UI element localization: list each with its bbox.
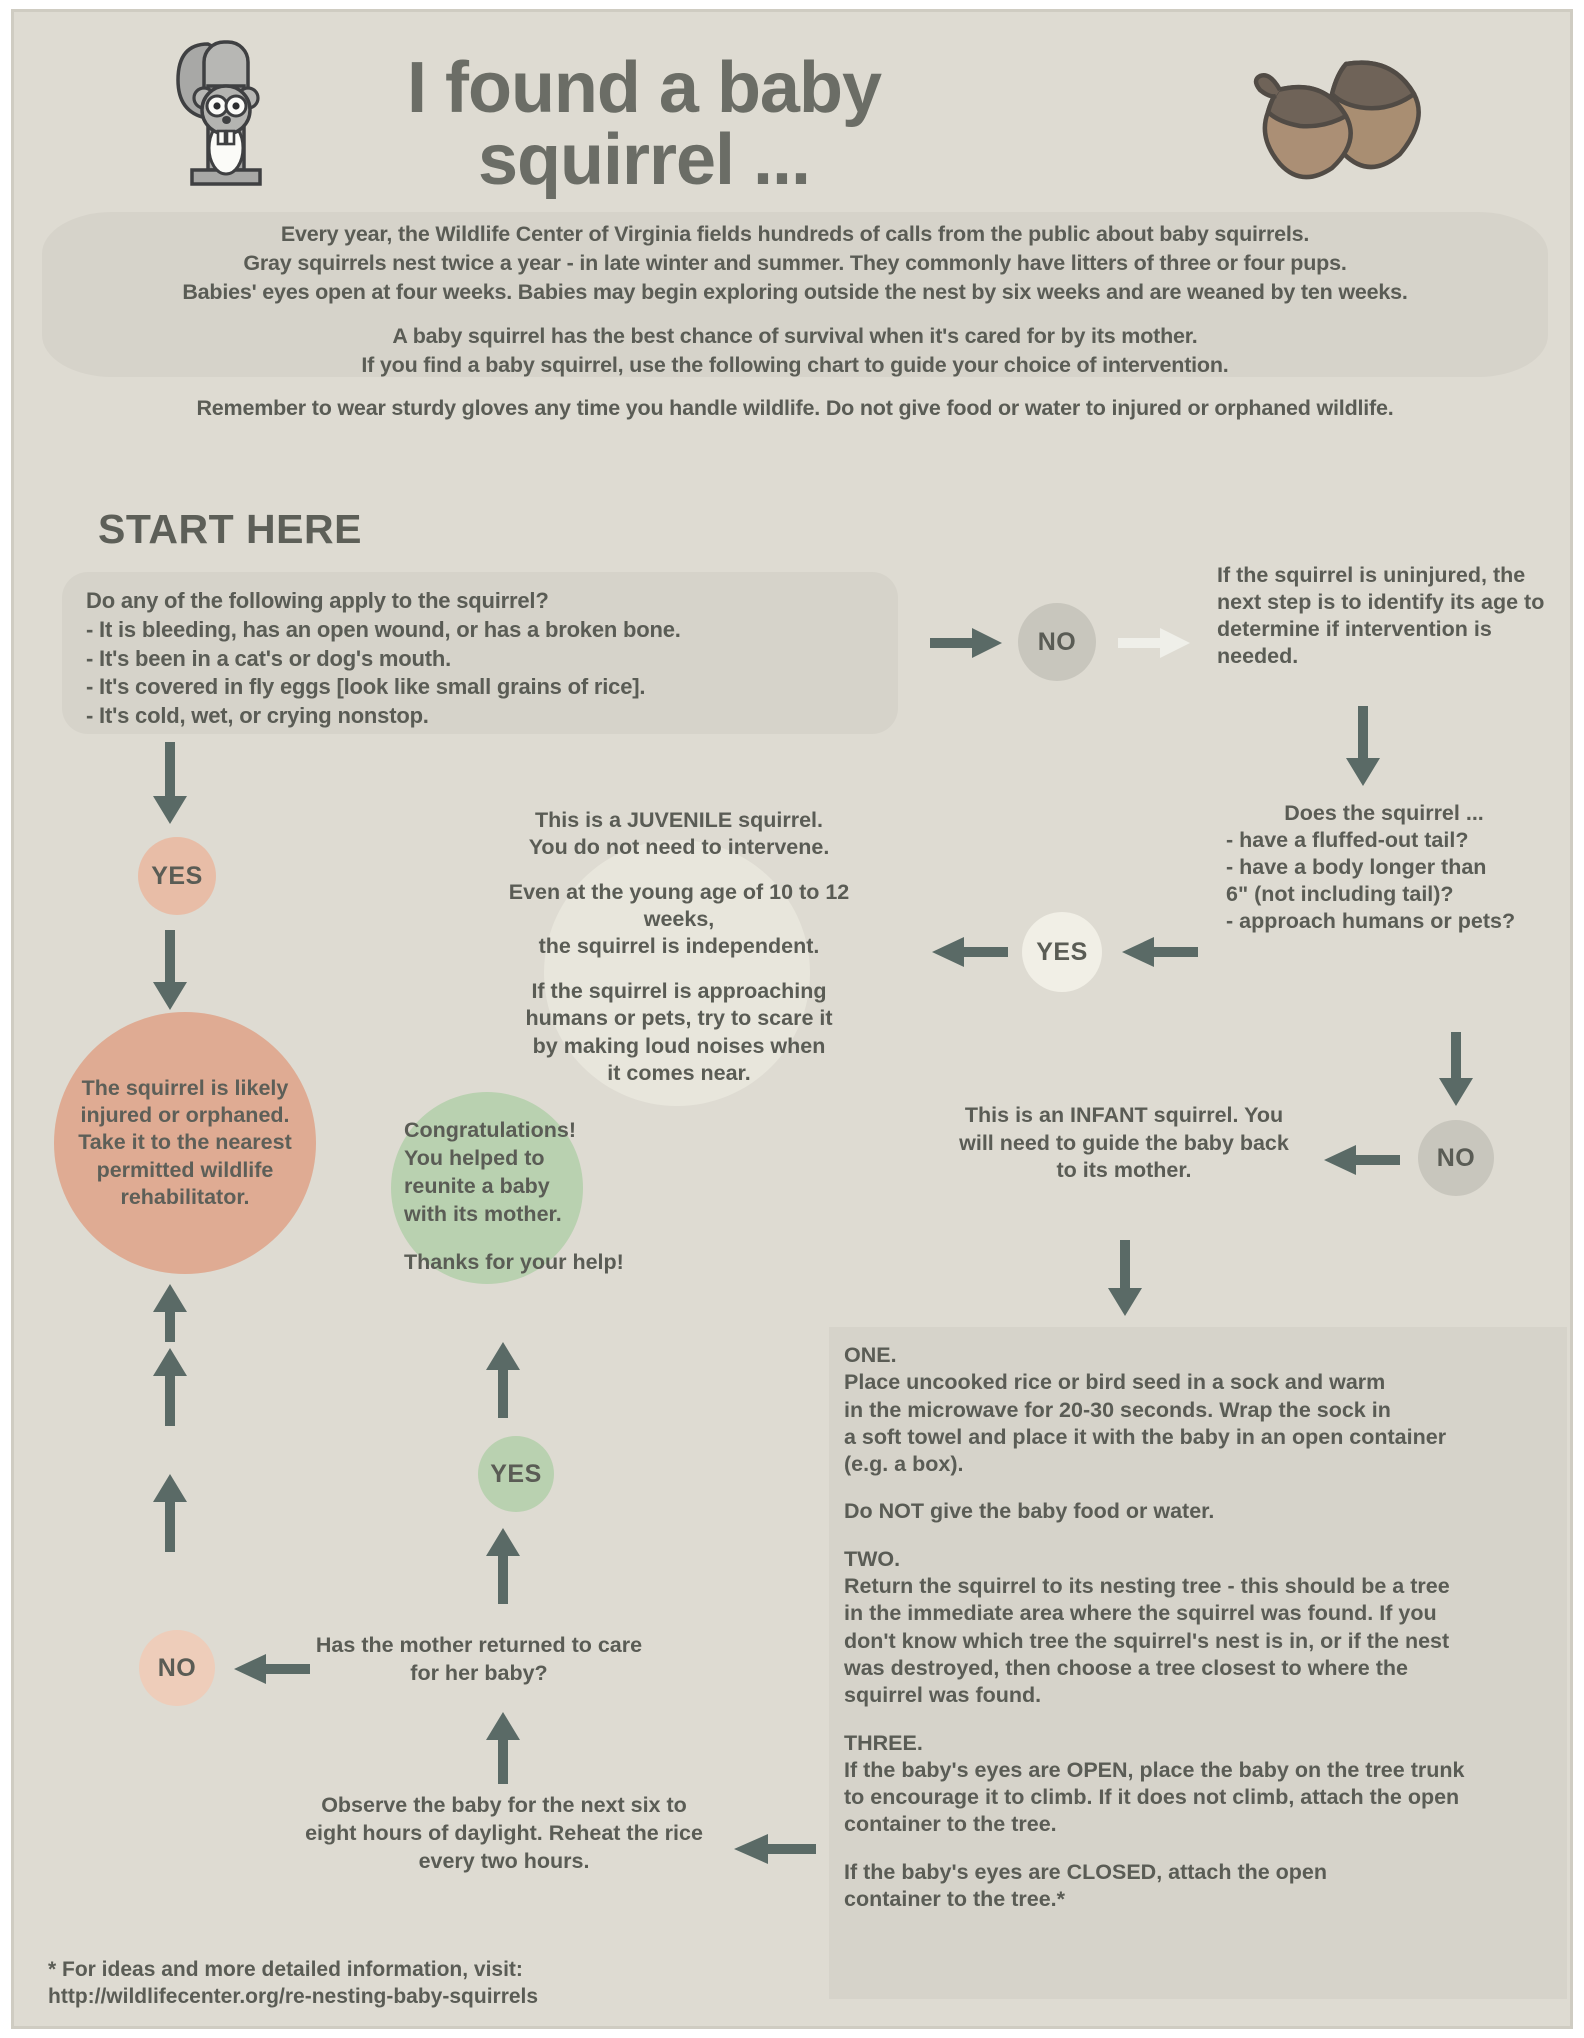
- node-uninjured-text: If the squirrel is uninjured, the next s…: [1217, 563, 1545, 669]
- does-item-2: 6" (not including tail)?: [1226, 882, 1454, 907]
- intro-panel: [42, 212, 1548, 377]
- arrow-down-to-no-right: [1439, 1032, 1473, 1106]
- arrow-no-to-infant: [1324, 1145, 1400, 1175]
- instr-three-label: THREE.: [844, 1730, 923, 1755]
- question-box-text: Do any of the following apply to the squ…: [86, 587, 886, 731]
- juvenile-backdrop-circle: [544, 840, 810, 1106]
- instr-one-label: ONE.: [844, 1343, 897, 1367]
- intro-text: Every year, the Wildlife Center of Virgi…: [42, 220, 1548, 423]
- does-item-3: - approach humans or pets?: [1226, 909, 1516, 934]
- start-here-label: START HERE: [98, 506, 362, 552]
- instr-one-body: Place uncooked rice or bird seed in a so…: [844, 1370, 1447, 1477]
- arrow-no-to-uninjured: [1118, 628, 1190, 658]
- juvenile-para-3: If the squirrel is approaching humans or…: [525, 979, 833, 1085]
- node-does-the-squirrel: Does the squirrel ... - have a fluffed-o…: [1204, 800, 1564, 935]
- arrow-yes-to-juvenile: [932, 937, 1008, 967]
- arrow-mother-to-yes-green: [486, 1528, 520, 1604]
- node-congratulations-text: Congratulations! You helped to reunite a…: [404, 1117, 674, 1277]
- congrats-para-2: Thanks for your help!: [404, 1249, 624, 1274]
- question-item-0: - It is bleeding, has an open wound, or …: [86, 616, 681, 642]
- intro-line-4: A baby squirrel has the best chance of s…: [392, 323, 1198, 348]
- footer-url[interactable]: http://wildlifecenter.org/re-nesting-bab…: [48, 1985, 539, 2009]
- decision-no-bottom: NO: [139, 1630, 215, 1706]
- question-box: [62, 572, 898, 734]
- poster-frame: I found a baby squirrel ... Every year, …: [11, 9, 1573, 2029]
- intro-line-2: Gray squirrels nest twice a year - in la…: [243, 251, 1347, 276]
- question-item-1: - It's been in a cat's or dog's mouth.: [86, 645, 452, 671]
- page-title: I found a baby squirrel ...: [406, 48, 882, 200]
- intro-line-5: If you find a baby squirrel, use the fol…: [361, 352, 1229, 377]
- arrow-yes-to-congratulations: [486, 1342, 520, 1418]
- decision-no-right: NO: [1418, 1120, 1494, 1196]
- arrow-up-left-2: [153, 1348, 187, 1426]
- instr-three-body: If the baby's eyes are OPEN, place the b…: [844, 1757, 1465, 1837]
- arrow-yes-to-injured: [153, 930, 187, 1010]
- instr-three-closed: If the baby's eyes are CLOSED, attach th…: [844, 1859, 1328, 1912]
- squirrel-icon: [156, 26, 286, 186]
- footer-note: * For ideas and more detailed informatio…: [48, 1956, 728, 2011]
- arrow-infant-to-instructions: [1108, 1240, 1142, 1316]
- arrow-mother-to-no-bottom: [234, 1654, 310, 1684]
- instructions-panel: [829, 1327, 1567, 1999]
- question-prompt: Do any of the following apply to the squ…: [86, 588, 549, 613]
- arrow-instructions-to-observe: [734, 1834, 816, 1864]
- instructions-text: ONE. Place uncooked rice or bird seed in…: [844, 1342, 1570, 1913]
- decision-yes-left: YES: [138, 837, 216, 915]
- arrow-observe-to-mother-question: [486, 1712, 520, 1784]
- poster-canvas: I found a baby squirrel ... Every year, …: [14, 12, 1570, 2026]
- outcome-injured-circle: The squirrel is likely injured or orphan…: [54, 1012, 316, 1274]
- arrow-up-left-1: [153, 1284, 187, 1342]
- node-mother-question: Has the mother returned to care for her …: [315, 1633, 643, 1685]
- instr-two-body: Return the squirrel to its nesting tree …: [844, 1574, 1450, 1708]
- decision-yes-right: YES: [1022, 912, 1102, 992]
- outcome-congratulations-circle: [391, 1092, 583, 1284]
- does-item-0: - have a fluffed-out tail?: [1226, 828, 1469, 853]
- instr-no-food: Do NOT give the baby food or water.: [844, 1499, 1215, 1524]
- decision-no-top: NO: [1018, 603, 1096, 681]
- question-item-3: - It's cold, wet, or crying nonstop.: [86, 703, 429, 729]
- node-observe-text: Observe the baby for the next six to eig…: [305, 1793, 703, 1873]
- instr-two-label: TWO.: [844, 1546, 901, 1571]
- juvenile-para-1: This is a JUVENILE squirrel. You do not …: [528, 808, 830, 860]
- node-juvenile-text: This is a JUVENILE squirrel. You do not …: [484, 807, 874, 1087]
- congrats-para-1: Congratulations! You helped to reunite a…: [404, 1118, 576, 1226]
- intro-line-3: Babies' eyes open at four weeks. Babies …: [182, 280, 1408, 305]
- does-title: Does the squirrel ...: [1284, 801, 1484, 825]
- footer-line-1: * For ideas and more detailed informatio…: [48, 1958, 523, 1981]
- arrow-right-to-no-top: [930, 628, 1002, 658]
- arrow-down-to-does: [1346, 706, 1380, 786]
- arrow-up-left-3: [153, 1474, 187, 1552]
- arrow-does-to-yes: [1122, 937, 1198, 967]
- node-infant-text: This is an INFANT squirrel. You will nee…: [959, 1103, 1289, 1183]
- question-item-2: - It's covered in fly eggs [look like sm…: [86, 674, 646, 700]
- does-item-1: - have a body longer than: [1226, 855, 1487, 880]
- acorn-icon: [1242, 28, 1428, 188]
- arrow-down-to-yes-left: [153, 742, 187, 824]
- intro-line-1: Every year, the Wildlife Center of Virgi…: [280, 222, 1310, 246]
- juvenile-para-2: Even at the young age of 10 to 12 weeks,…: [508, 880, 850, 959]
- intro-line-6: Remember to wear sturdy gloves any time …: [196, 396, 1394, 421]
- decision-yes-green: YES: [478, 1436, 554, 1512]
